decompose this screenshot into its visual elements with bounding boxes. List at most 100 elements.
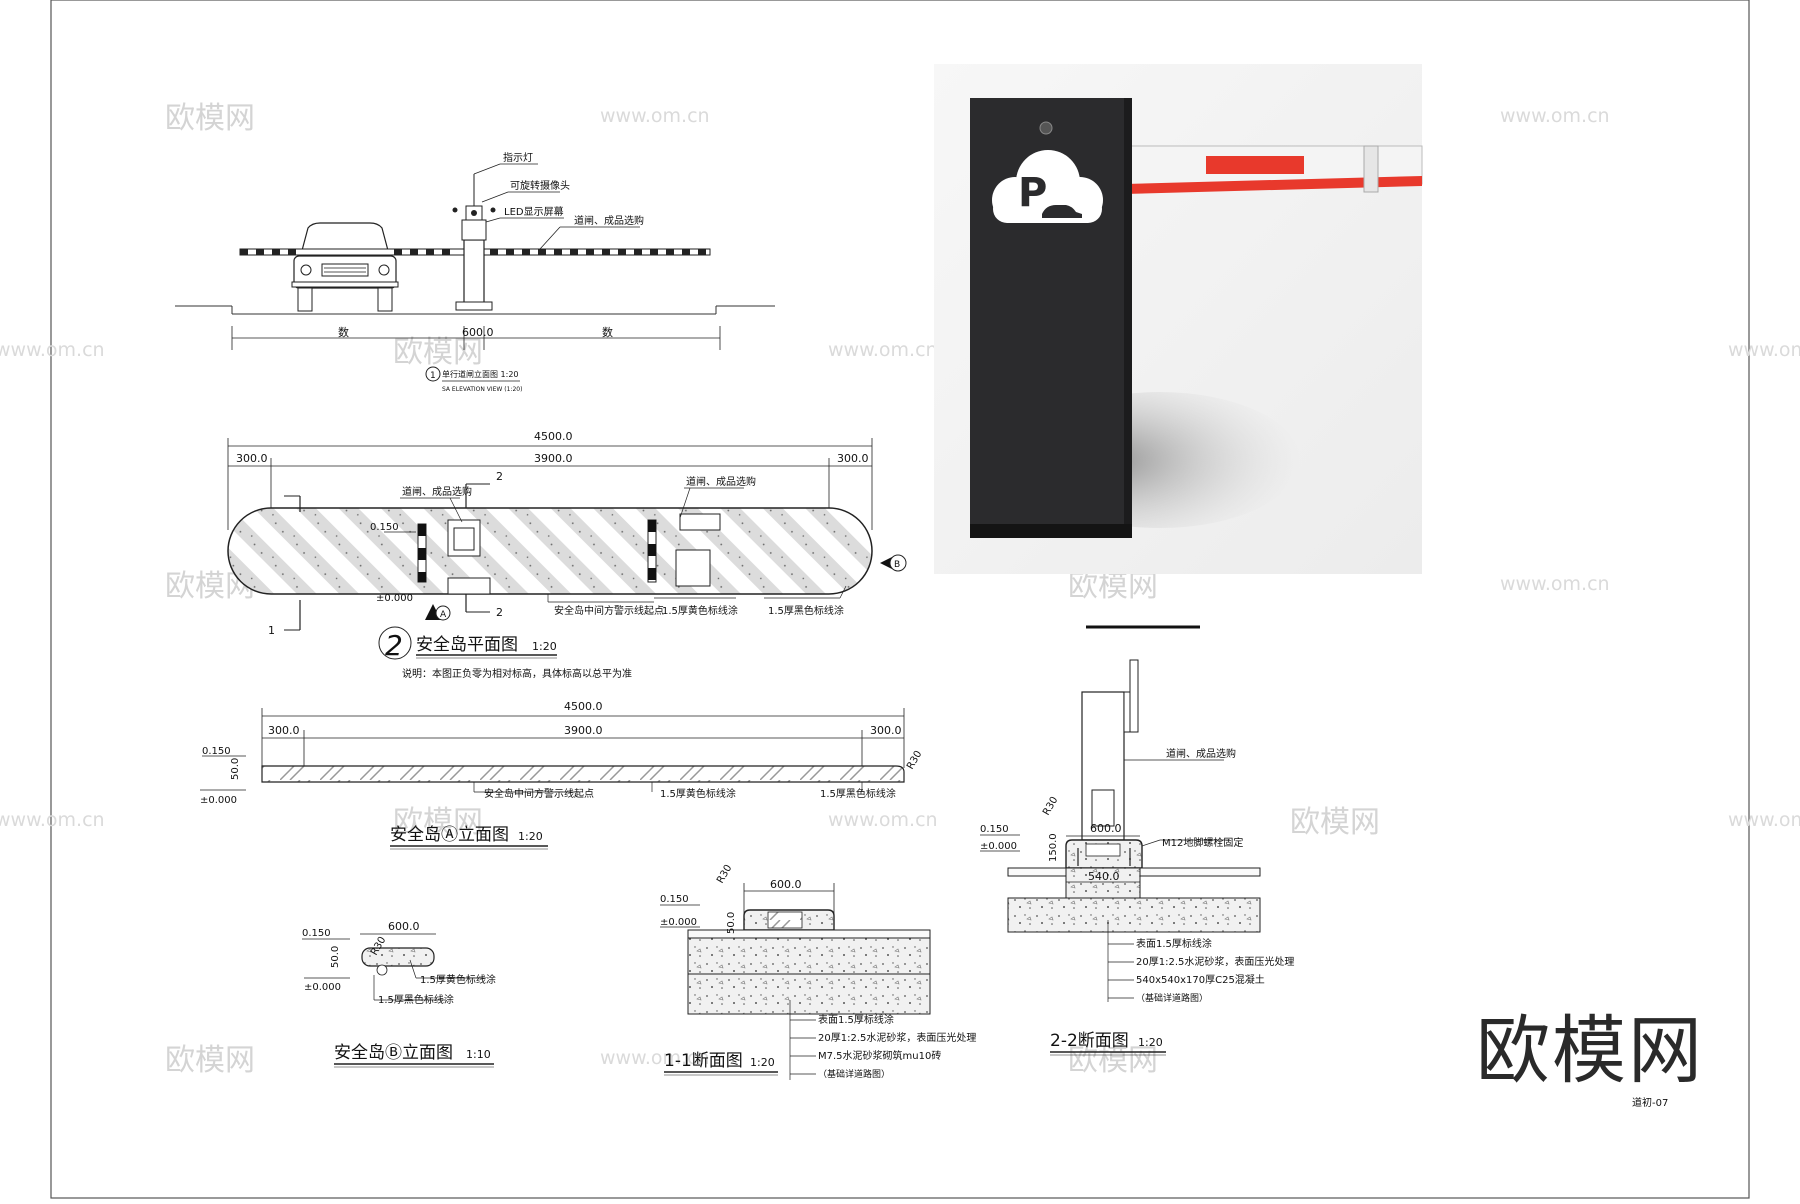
watermark-text: 欧模网	[165, 101, 255, 136]
elev-a-dim-right: 300.0	[870, 724, 902, 737]
s22-scale: 1:20	[1138, 1036, 1163, 1049]
plan-label-start: 安全岛中间方警示线起点	[554, 604, 664, 617]
dim-mid: 600.0	[462, 326, 494, 339]
watermark-text: 欧模网	[1068, 1043, 1158, 1078]
watermark-url: www.om.cn	[1728, 809, 1800, 831]
elev-a-label-yellow: 1.5厚黄色标线涂	[660, 787, 736, 800]
island-body	[227, 507, 873, 595]
plan-title: 安全岛平面图	[416, 635, 518, 655]
safety-island-plan: 4500.0 300.0 3900.0 300.0 2 2	[227, 430, 907, 680]
elev-b-height: 50.0	[330, 946, 341, 968]
elev-a-dim-total: 4500.0	[564, 700, 603, 713]
s11-note-4: （基础详道路图）	[818, 1068, 890, 1080]
elev-a-level-zero: ±0.000	[200, 795, 237, 806]
watermark-url: www.om.cn	[600, 1047, 710, 1069]
s22-base: 540.0	[1088, 870, 1120, 883]
s11-note-1: 表面1.5厚标线涂	[818, 1013, 894, 1026]
car-icon	[291, 222, 399, 312]
parking-letter: P	[1018, 170, 1047, 216]
elev-a-height: 50.0	[230, 758, 241, 780]
watermark-text: 欧模网	[393, 335, 483, 370]
s11-note-3: M7.5水泥砂浆砌筑mu10砖	[818, 1049, 941, 1062]
s22-level-top: 0.150	[980, 824, 1009, 835]
section-cut-1-bottom: 1	[268, 624, 275, 637]
boom-red-stripe	[1124, 176, 1422, 194]
s22-level-zero: ±0.000	[980, 841, 1017, 852]
plan-note: 说明：本图正负零为相对标高，具体标高以总平为准	[402, 667, 632, 680]
watermark-url: www.om.cn	[828, 339, 938, 361]
elev-a-level-top: 0.150	[202, 746, 231, 757]
plan-dim-right: 300.0	[837, 452, 869, 465]
barrier-product-photo: P	[934, 64, 1423, 574]
section-2-2: 道闸、成品选购 600.0 R30 540.0 M12地脚螺栓固定 0.150 …	[980, 659, 1294, 1056]
plan-label-barrier-2: 道闸、成品选购	[686, 475, 756, 488]
watermark-url: www.om.cn	[0, 339, 105, 361]
s22-note-3: 540x540x170厚C25混凝土	[1136, 973, 1265, 986]
elev-b-width: 600.0	[388, 920, 420, 933]
plan-dim-mid: 3900.0	[534, 452, 573, 465]
s22-height: 150.0	[1048, 833, 1059, 862]
elev-a-dim-mid: 3900.0	[564, 724, 603, 737]
watermark-text: 欧模网	[1068, 569, 1158, 604]
label-led-screen: LED显示屏幕	[504, 205, 564, 218]
watermark-url: www.om.cn	[1500, 105, 1610, 127]
watermark-url: www.om.cn	[1500, 573, 1610, 595]
s11-radius: R30	[715, 863, 734, 886]
label-camera: 可旋转摄像头	[510, 179, 570, 192]
view-marker-b: B	[880, 554, 907, 572]
watermark-text: 欧模网	[165, 1043, 255, 1078]
sheet-code: 道初-07	[1632, 1096, 1668, 1109]
elev-b-body	[361, 947, 435, 967]
s22-title: 2-2断面图	[1050, 1031, 1129, 1051]
plan-label-black: 1.5厚黑色标线涂	[768, 604, 844, 617]
sheet-border	[50, 0, 1750, 1199]
plan-dim-total: 4500.0	[534, 430, 573, 443]
parking-cloud-icon: P	[992, 150, 1103, 223]
plan-label-yellow: 1.5厚黄色标线涂	[662, 604, 738, 617]
watermark-text: 欧模网	[1290, 805, 1380, 840]
elev-a-dim-left: 300.0	[268, 724, 300, 737]
elevation-subtitle: SA ELEVATION VIEW (1:20)	[442, 386, 522, 393]
s22-note-1: 表面1.5厚标线涂	[1136, 937, 1212, 950]
elev-a-body	[261, 765, 905, 783]
elev-a-label-black: 1.5厚黑色标线涂	[820, 787, 896, 800]
s22-note-4: （基础详道路图）	[1136, 992, 1208, 1004]
section-cut-2-bottom: 2	[496, 606, 503, 619]
indicator-light-icon	[1039, 121, 1053, 135]
car-icon	[1042, 205, 1082, 218]
watermark-url: www.om.cn	[600, 105, 710, 127]
s11-level-top: 0.150	[660, 894, 689, 905]
elev-a-radius: R30	[905, 749, 924, 772]
elevation-title: 单行道闸立面图 1:20	[442, 369, 519, 379]
elev-b-level-top: 0.150	[302, 928, 331, 939]
dim-right: 数	[602, 326, 613, 339]
section-cut-2-top: 2	[496, 470, 503, 483]
s11-height: 50.0	[726, 912, 737, 934]
watermark-url: www.om.cn	[0, 809, 105, 831]
label-indicator-light: 指示灯	[503, 151, 533, 164]
s11-level-zero: ±0.000	[660, 917, 697, 928]
plan-level-top: 0.150	[370, 522, 399, 533]
elev-b-title: 安全岛Ⓑ立面图	[334, 1043, 453, 1063]
s11-width: 600.0	[770, 878, 802, 891]
s11-note-2: 20厚1:2.5水泥砂浆，表面压光处理	[818, 1031, 976, 1044]
safety-island-elevation-a: 4500.0 300.0 3900.0 300.0 R30 0.150 ±0.0…	[200, 700, 924, 850]
plan-scale: 1:20	[532, 640, 557, 653]
plan-title-number: 2	[385, 629, 403, 662]
watermark-url: www.om.cn	[828, 809, 938, 831]
warning-bars	[417, 519, 657, 583]
elev-b-label-yellow: 1.5厚黄色标线涂	[420, 973, 496, 986]
s22-note-2: 20厚1:2.5水泥砂浆，表面压光处理	[1136, 955, 1294, 968]
s22-label-barrier: 道闸、成品选购	[1166, 747, 1236, 760]
s22-radius: R30	[1041, 795, 1060, 818]
s22-label-bolt: M12地脚螺栓固定	[1162, 836, 1243, 849]
dim-left: 数	[338, 326, 349, 339]
section-1-1: 600.0 R30 0.150 ±0.000 50.0 表面1.5厚标线涂 20…	[660, 863, 976, 1080]
elev-a-title: 安全岛Ⓐ立面图	[390, 825, 509, 845]
view-marker-a: A	[425, 604, 451, 621]
elev-b-label-black: 1.5厚黑色标线涂	[378, 993, 454, 1006]
label-barrier-purchase: 道闸、成品选购	[574, 214, 644, 227]
svg-text:A: A	[440, 610, 447, 620]
